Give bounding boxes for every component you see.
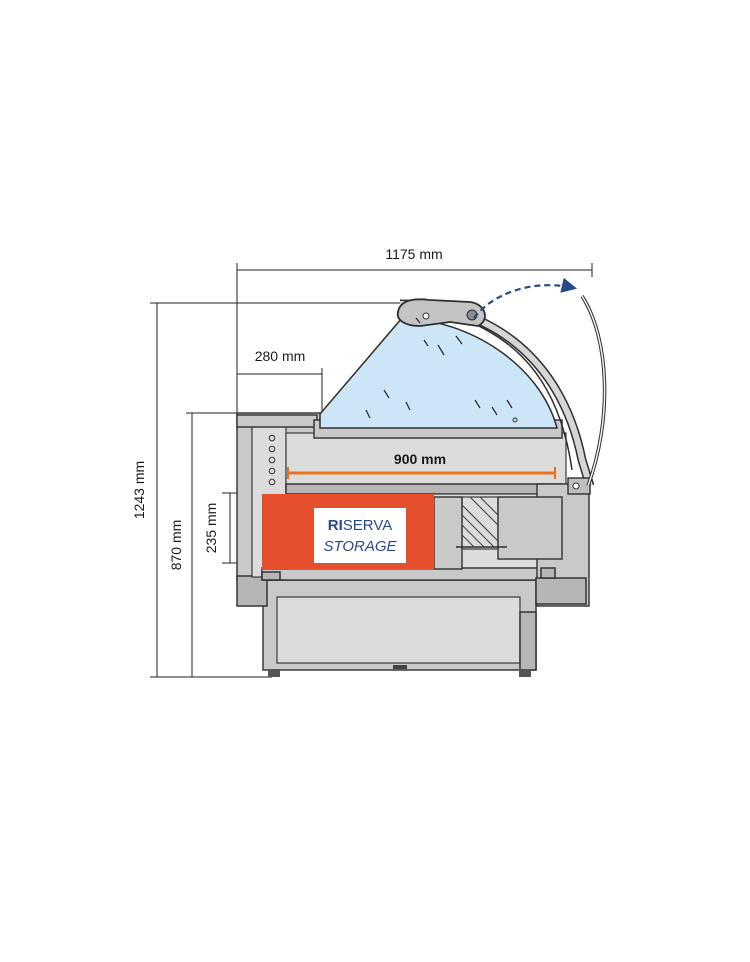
glass-display bbox=[319, 298, 595, 495]
foot-right bbox=[519, 669, 531, 677]
storage-label-line2: STORAGE bbox=[323, 538, 397, 555]
counter-height-label: 870 mm bbox=[168, 520, 184, 571]
storage-label-line1: RISERVA bbox=[328, 517, 392, 534]
glass-panel bbox=[319, 317, 558, 429]
display-depth-dimension: 900 mm bbox=[287, 451, 556, 479]
storage-label-box bbox=[314, 508, 406, 563]
width-dimension-label: 1175 mm bbox=[385, 246, 442, 262]
total-height-label: 1243 mm bbox=[131, 461, 147, 519]
shelf-depth-dimension: 280 mm bbox=[237, 348, 323, 412]
base-panel bbox=[276, 596, 521, 664]
foot-left bbox=[268, 669, 280, 677]
total-height-dimension: 1243 mm bbox=[131, 302, 407, 678]
storage-section: RISERVA STORAGE bbox=[262, 494, 434, 570]
display-deck bbox=[285, 432, 567, 490]
glass-opening-arrow bbox=[473, 277, 578, 319]
shelf-depth-label: 280 mm bbox=[255, 348, 306, 364]
storage-height-label: 235 mm bbox=[203, 503, 219, 554]
vent-holes bbox=[268, 434, 276, 486]
canopy-cap bbox=[396, 298, 486, 327]
display-depth-label: 900 mm bbox=[394, 451, 446, 467]
counter-height-dimension: 870 mm bbox=[168, 412, 240, 677]
width-dimension: 1175 mm bbox=[236, 246, 593, 418]
